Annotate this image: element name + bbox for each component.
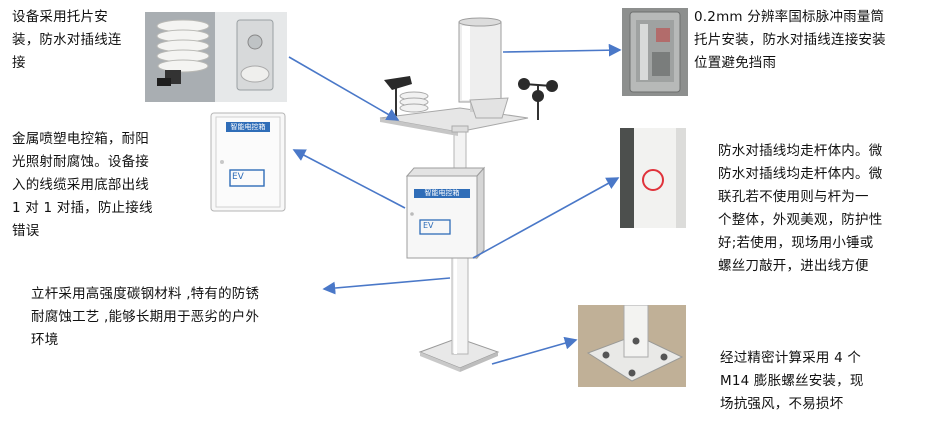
controlbox-photo-label: 智能电控箱 bbox=[230, 123, 266, 131]
arrow-raingauge bbox=[502, 43, 622, 57]
arrow-hole bbox=[472, 177, 620, 259]
station-box-brand: EV bbox=[423, 221, 434, 230]
controlbox-callout: 金属喷塑电控箱，耐阳 光照射耐腐蚀。设备接 入的线缆采用底部出线 1 对 1 对… bbox=[12, 131, 153, 239]
raingauge-callout: 0.2mm 分辨率国标脉冲雨量筒 托片安装，防水对插线连接安装 位置避免挡雨 bbox=[694, 9, 886, 71]
arrow-pole bbox=[322, 277, 451, 295]
wiring-callout: 防水对插线均走杆体内。微 防水对插线均走杆体内。微 联孔若不使用则与杆为一 个整… bbox=[718, 143, 883, 274]
base-callout: 经过精密计算采用 4 个 M14 膨胀螺丝安装，现 场抗强风，不易损坏 bbox=[720, 350, 864, 412]
arrow-controlbox bbox=[292, 149, 406, 209]
controlbox-photo: 智能电控箱 EV bbox=[210, 112, 286, 212]
base-photo bbox=[578, 305, 686, 387]
arrow-shield bbox=[288, 56, 400, 121]
controlbox-photo-brand: EV bbox=[232, 172, 244, 182]
arrow-base bbox=[491, 336, 578, 365]
shield-photo bbox=[145, 12, 287, 102]
station-box-label: 智能电控箱 bbox=[424, 189, 460, 197]
pole-hole-photo bbox=[620, 128, 686, 228]
shield-callout: 设备采用托片安 装，防水对插线连 接 bbox=[12, 9, 122, 71]
pole-callout: 立杆采用高强度碳钢材料 ,特有的防锈 耐腐蚀工艺 ,能够长期用于恶劣的户外 环境 bbox=[31, 286, 260, 348]
raingauge-photo bbox=[622, 8, 688, 96]
